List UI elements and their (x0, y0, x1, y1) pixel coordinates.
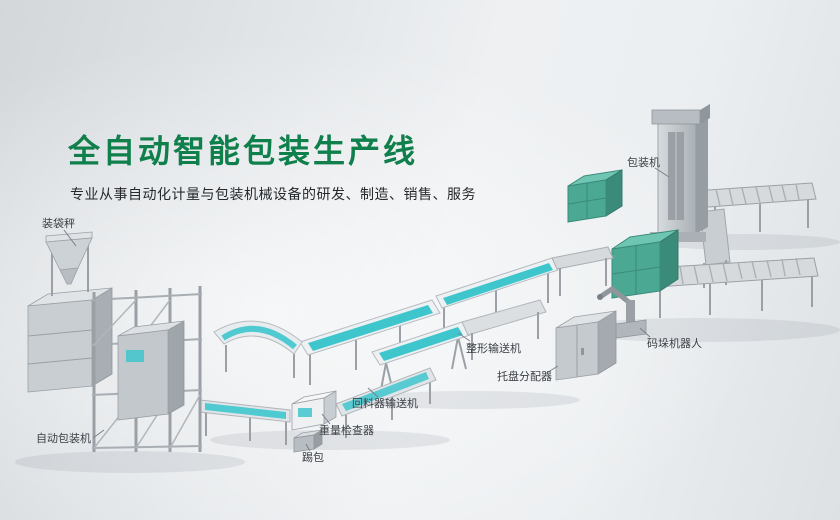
weigher-cabinet (27, 287, 113, 393)
page-subtitle: 专业从事自动化计量与包装机械设备的研发、制造、销售、服务 (70, 186, 476, 202)
label-bagging-scale: 装袋秤 (42, 218, 75, 230)
label-pallet-dispenser: 托盘分配器 (497, 371, 552, 383)
label-palletizing-robot: 码垛机器人 (647, 338, 702, 350)
label-auto-packing-machine: 自动包装机 (36, 433, 91, 445)
page-title: 全自动智能包装生产线 (68, 133, 419, 169)
bag-rejector-machine (293, 429, 323, 453)
shaping-conveyor-machine (371, 299, 547, 396)
weight-checker-machine (291, 390, 337, 431)
curve-conveyor (213, 320, 303, 378)
label-shaping-conveyor: 整形输送机 (466, 343, 521, 355)
label-weight-checker: 重量检查器 (319, 425, 374, 437)
label-return-feeder: 回料器输送机 (352, 398, 418, 410)
product-stack-top (567, 169, 623, 223)
auto-packing-machine-frame (91, 286, 203, 452)
bagging-scale-machine (45, 231, 93, 296)
label-bag-rejector: 踢包 (302, 452, 324, 464)
return-feeder-conveyor-machine (335, 367, 437, 438)
label-leader-lines (63, 167, 670, 452)
product-stack-mid (611, 229, 679, 299)
pallet-dispenser-machine (555, 310, 617, 381)
label-packaging-machine: 包装机 (627, 157, 660, 169)
packaging-tower (650, 104, 710, 242)
roller-conveyor-bottom (651, 257, 819, 318)
feed-conveyor (199, 399, 291, 445)
main-conveyor-upper (435, 246, 614, 338)
